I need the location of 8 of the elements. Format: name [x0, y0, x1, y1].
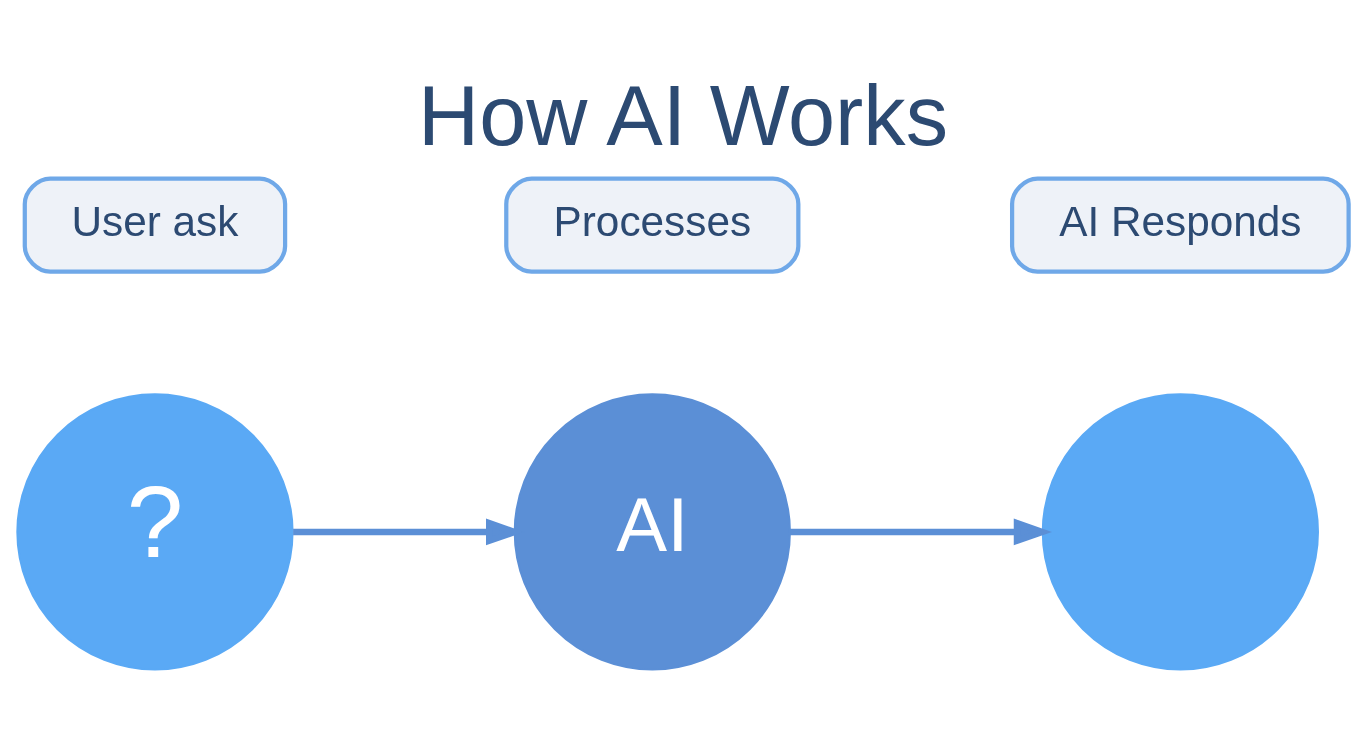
diagram-title: How AI Works [418, 67, 948, 163]
arrow [790, 518, 1052, 545]
node-circle: AI [513, 392, 791, 671]
node-circle [1041, 392, 1319, 671]
node-box: AI Responds [1010, 175, 1351, 274]
node-box: User ask [22, 175, 288, 274]
node-box: Processes [504, 175, 801, 274]
node-circle: ? [16, 392, 294, 671]
